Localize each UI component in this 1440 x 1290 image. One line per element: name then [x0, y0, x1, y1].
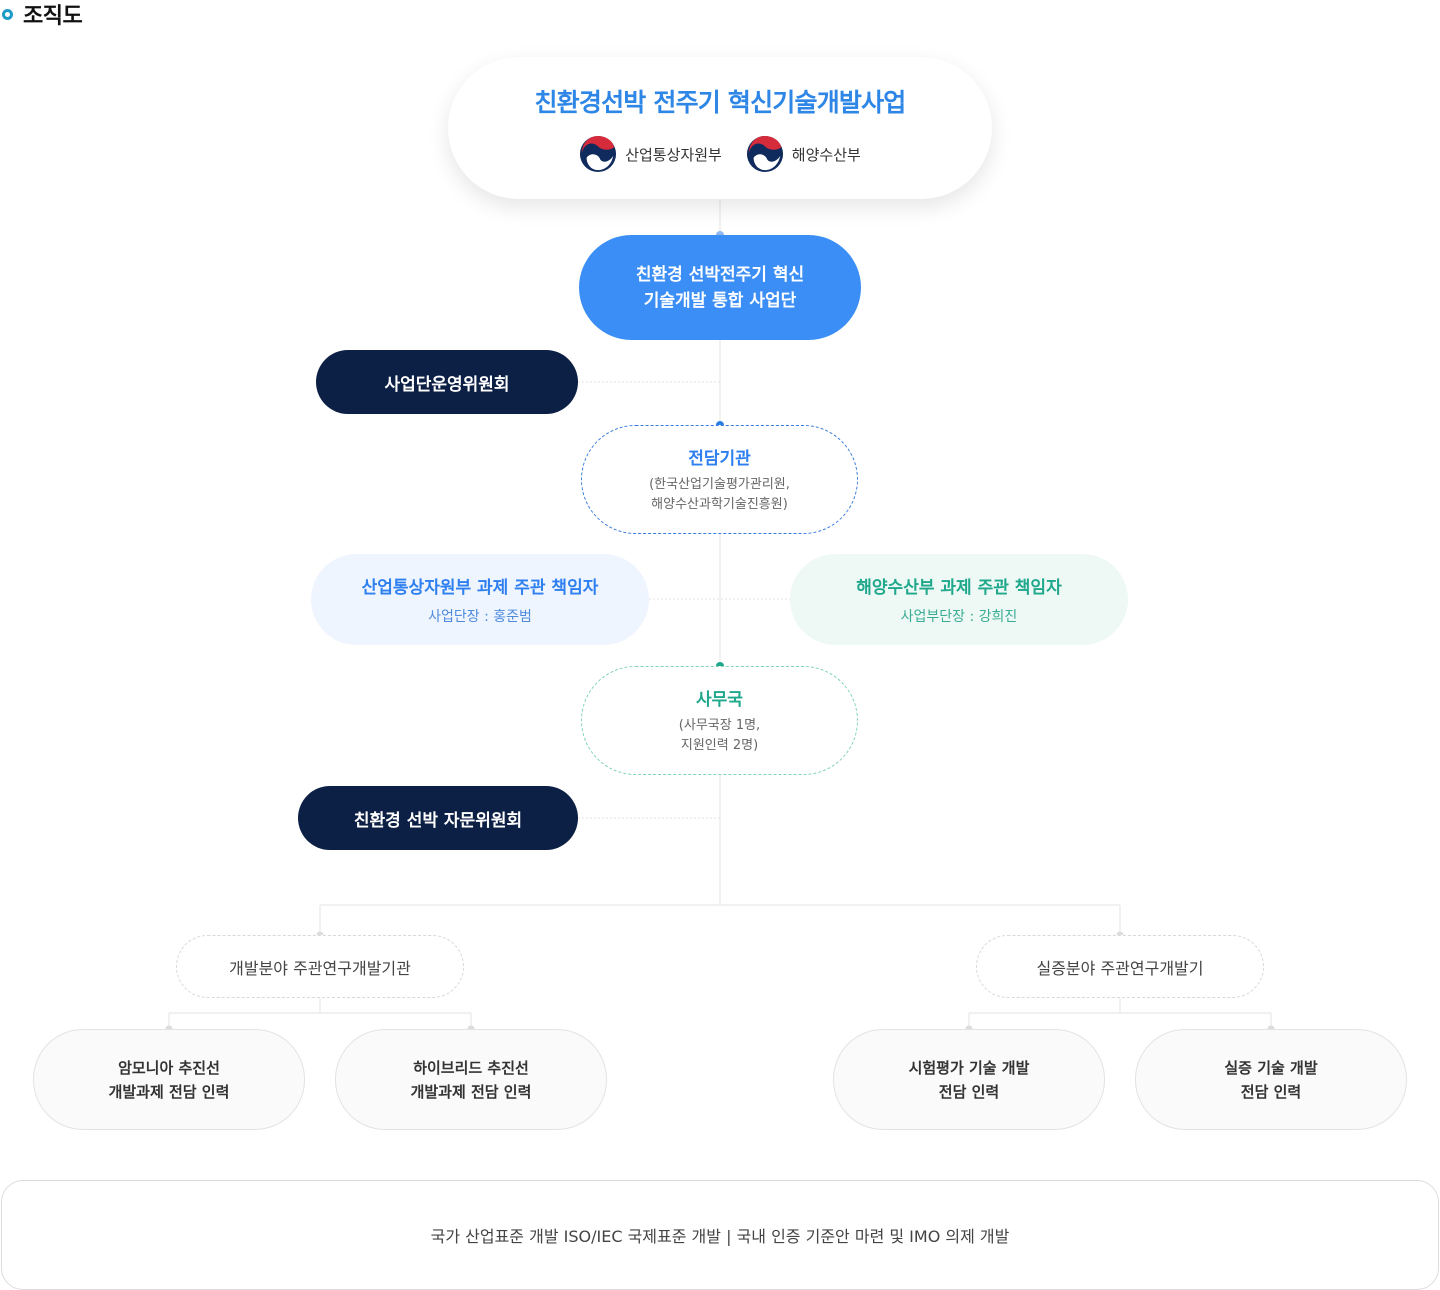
ministry-list: 산업통상자원부 해양수산부 — [579, 135, 861, 173]
section-title-text: 조직도 — [23, 4, 83, 29]
footer-box: 국가 산업표준 개발 ISO/IEC 국제표준 개발 | 국내 인증 기준안 마… — [1, 1180, 1439, 1290]
agency-line-2: 해양수산과학기술진흥원) — [651, 497, 788, 512]
leaf-line-2: 전담 인력 — [938, 1082, 1000, 1101]
leaf-box: 시험평가 기술 개발 전담 인력 — [833, 1029, 1105, 1130]
secretariat-line-1: (사무국장 1명, — [678, 718, 761, 733]
leaf-line-2: 개발과제 전담 인력 — [410, 1082, 532, 1101]
circle-bullet-icon — [2, 8, 13, 20]
mof-pm-title: 해양수산부 과제 주관 책임자 — [856, 578, 1062, 598]
leaf-line-2: 전담 인력 — [1240, 1082, 1302, 1101]
dev-field-label: 개발분야 주관연구개발기관 — [229, 958, 411, 978]
leaf-line-1: 암모니아 추진선 — [118, 1058, 220, 1077]
secretariat-line-2: 지원인력 2명) — [680, 738, 759, 753]
program-box: 친환경선박 전주기 혁신기술개발사업 산업통상자원부 해양수산부 — [448, 57, 992, 199]
dev-field-box: 개발분야 주관연구개발기관 — [176, 935, 464, 998]
demo-field-label: 실증분야 주관연구개발기 — [1036, 958, 1204, 978]
leaf-line-1: 하이브리드 추진선 — [413, 1058, 529, 1077]
government-emblem-icon — [580, 135, 617, 173]
ministry-motie: 산업통상자원부 — [579, 135, 722, 173]
agency-box: 전담기관 (한국산업기술평가관리원, 해양수산과학기술진흥원) — [581, 425, 858, 534]
steering-committee-box: 사업단운영위원회 — [316, 350, 578, 414]
advisory-committee-label: 친환경 선박 자문위원회 — [353, 810, 523, 831]
secretariat-title: 사무국 — [696, 690, 743, 710]
secretariat-box: 사무국 (사무국장 1명, 지원인력 2명) — [581, 666, 858, 775]
ministry-mof: 해양수산부 — [746, 135, 861, 173]
demo-field-box: 실증분야 주관연구개발기 — [976, 935, 1264, 998]
footer-text: 국가 산업표준 개발 ISO/IEC 국제표준 개발 | 국내 인증 기준안 마… — [430, 1227, 1010, 1246]
hq-box: 친환경 선박전주기 혁신 기술개발 통합 사업단 — [579, 235, 861, 340]
mof-pm-sub: 사업부단장 : 강희진 — [900, 609, 1018, 625]
ministry-motie-label: 산업통상자원부 — [625, 145, 722, 164]
advisory-committee-box: 친환경 선박 자문위원회 — [298, 786, 578, 850]
government-emblem-icon — [746, 135, 783, 173]
motie-pm-sub: 사업단장 : 홍준범 — [428, 609, 532, 625]
leaf-box: 실증 기술 개발 전담 인력 — [1135, 1029, 1407, 1130]
leaf-box: 암모니아 추진선 개발과제 전담 인력 — [33, 1029, 305, 1130]
mof-pm-box: 해양수산부 과제 주관 책임자 사업부단장 : 강희진 — [790, 554, 1128, 645]
leaf-line-2: 개발과제 전담 인력 — [108, 1082, 230, 1101]
hq-line-1: 친환경 선박전주기 혁신 — [635, 264, 805, 285]
steering-committee-label: 사업단운영위원회 — [384, 374, 510, 395]
agency-title: 전담기관 — [688, 449, 751, 469]
leaf-line-1: 실증 기술 개발 — [1224, 1058, 1318, 1077]
ministry-mof-label: 해양수산부 — [791, 145, 861, 164]
agency-line-1: (한국산업기술평가관리원, — [649, 477, 790, 492]
program-title: 친환경선박 전주기 혁신기술개발사업 — [534, 88, 906, 117]
leaf-box: 하이브리드 추진선 개발과제 전담 인력 — [335, 1029, 607, 1130]
hq-line-2: 기술개발 통합 사업단 — [643, 290, 797, 311]
motie-pm-title: 산업통상자원부 과제 주관 책임자 — [361, 578, 599, 598]
section-title: 조직도 — [0, 0, 83, 29]
leaf-line-1: 시험평가 기술 개발 — [908, 1058, 1030, 1077]
motie-pm-box: 산업통상자원부 과제 주관 책임자 사업단장 : 홍준범 — [311, 554, 649, 645]
